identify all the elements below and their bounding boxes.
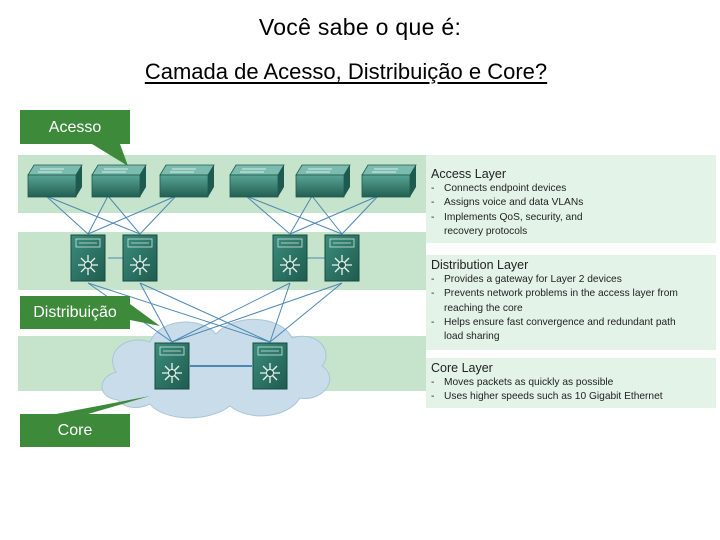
layer-bullet: -Provides a gateway for Layer 2 devices <box>431 274 622 285</box>
distribution-layer-title: Distribution Layer <box>431 258 529 272</box>
layer-bullet: -Connects endpoint devices <box>431 183 567 194</box>
switch-icon <box>295 164 351 198</box>
text-band-core <box>426 358 716 408</box>
multilayer-switch-icon <box>122 234 158 282</box>
distribution-layer-description: Distribution Layer -Provides a gateway f… <box>431 258 680 344</box>
layer-bullet: -Helps ensure fast convergence and redun… <box>431 316 676 343</box>
callout-distribuicao <box>20 296 160 329</box>
layer-bullet: -Moves packets as quickly as possible <box>431 377 614 388</box>
text-band-access <box>426 155 716 243</box>
core-cloud <box>101 318 331 419</box>
callout-acesso-label: Acesso <box>48 119 102 136</box>
callout-acesso <box>20 110 130 166</box>
layer-bullet: -Uses higher speeds such as 10 Gigabit E… <box>431 391 663 403</box>
switch-icon <box>27 164 83 198</box>
switch-icon <box>91 164 147 198</box>
multilayer-switch-icon <box>70 234 106 282</box>
switch-icon <box>361 164 417 198</box>
callout-core <box>20 396 150 447</box>
network-links <box>45 195 379 367</box>
core-layer-description: Core Layer -Moves packets as quickly as … <box>431 361 663 405</box>
multilayer-switch-icon <box>272 234 308 282</box>
access-switches <box>27 164 417 198</box>
slide-subtitle: Camada de Acesso, Distribuição e Core? <box>144 59 548 84</box>
core-layer-title: Core Layer <box>431 361 493 375</box>
layer-bullet: -Implements QoS, security, and recovery … <box>431 211 583 237</box>
multilayer-switch-icon <box>154 342 190 390</box>
access-band <box>18 155 426 213</box>
callouts <box>20 110 160 447</box>
layer-bullet: -Prevents network problems in the access… <box>431 288 678 314</box>
switch-icon <box>229 164 285 198</box>
slide-title: Você sabe o que é: <box>258 14 462 40</box>
access-layer-title: Access Layer <box>431 167 507 181</box>
callout-distribuicao-label: Distribuição <box>33 304 117 321</box>
multilayer-switch-icon <box>252 342 288 390</box>
text-band-distribution <box>426 255 716 350</box>
layer-bullet: -Assigns voice and data VLANs <box>431 197 584 209</box>
access-layer-description: Access Layer -Connects endpoint devices … <box>431 167 620 239</box>
multilayer-switch-icon <box>324 234 360 282</box>
callout-core-label: Core <box>57 422 93 439</box>
switch-icon <box>159 164 215 198</box>
